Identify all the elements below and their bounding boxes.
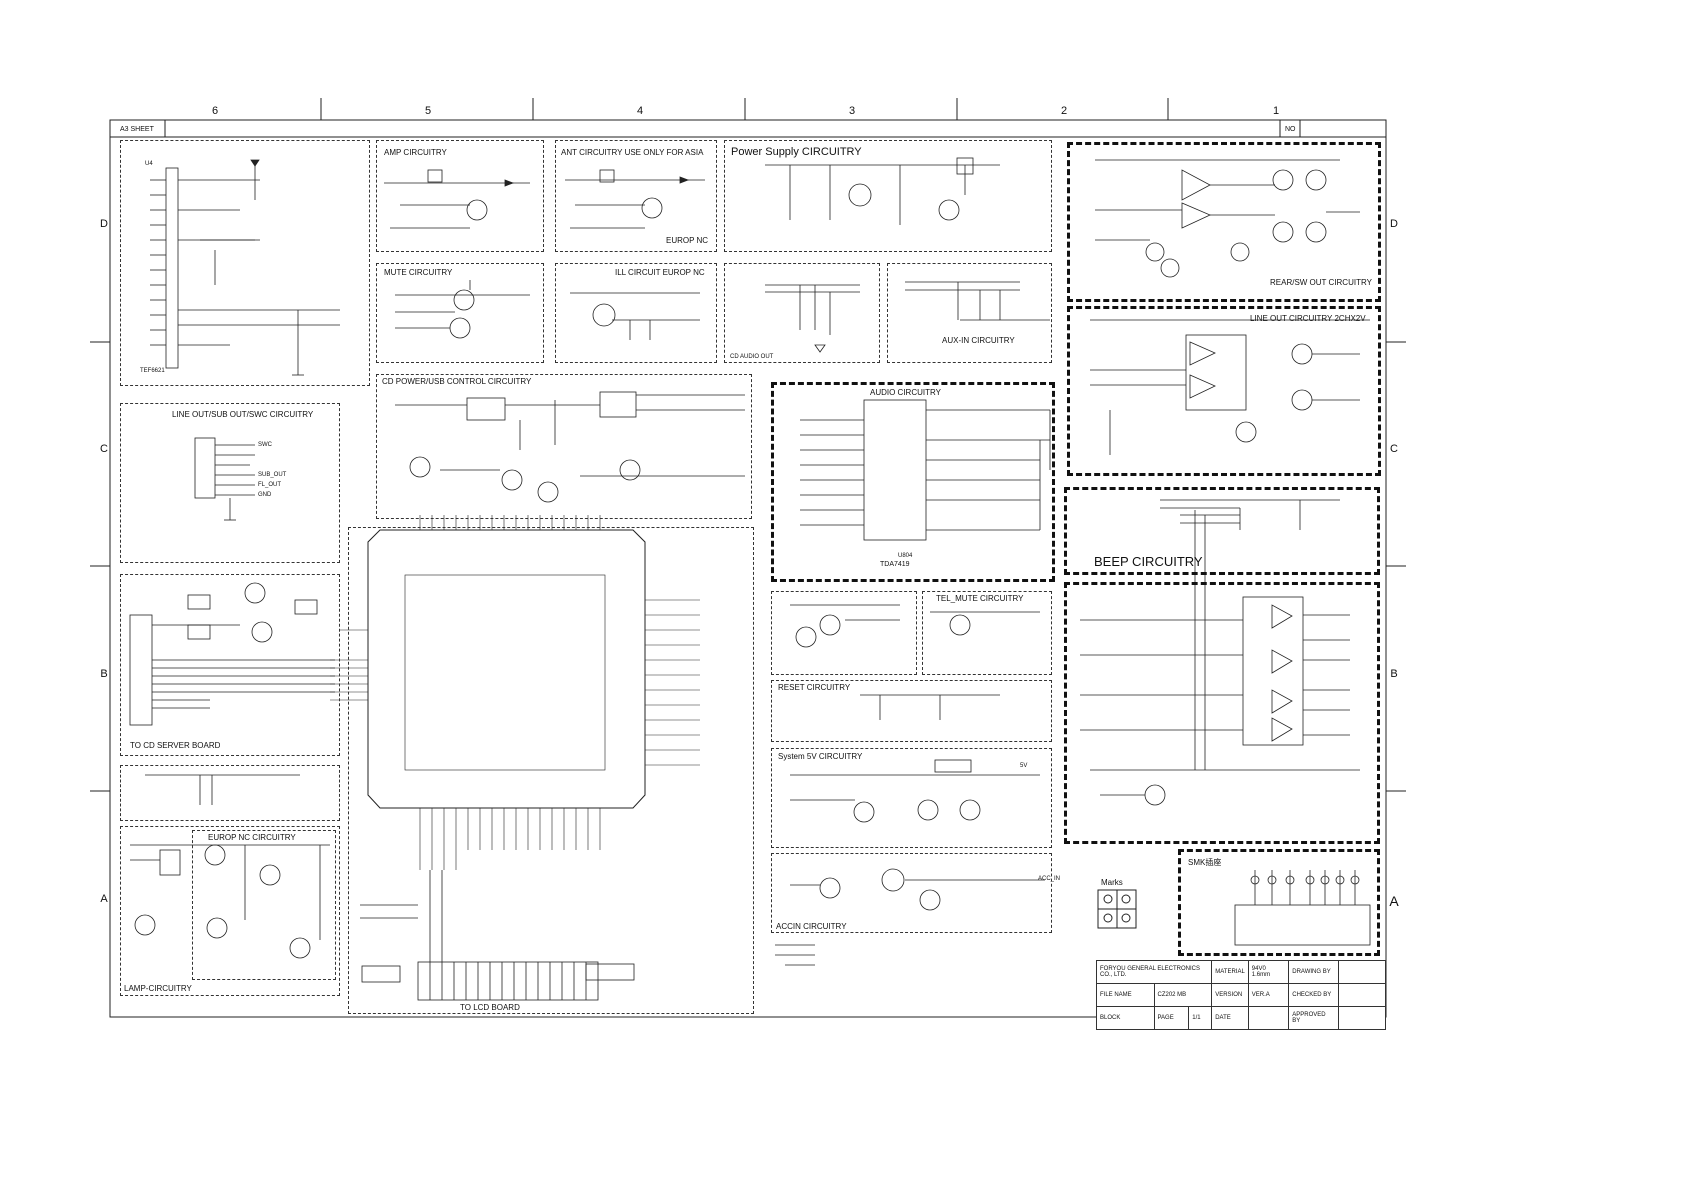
row-label-a-right: A (1389, 893, 1399, 909)
amp-circuitry-block (376, 140, 544, 252)
reset-title: RESET CIRCUITRY (778, 683, 851, 692)
row-label-c-right: C (1390, 443, 1398, 455)
material-label: MATERIAL (1211, 960, 1249, 984)
swc-net-label: SWC (258, 442, 272, 448)
row-label-c-left: C (100, 443, 108, 455)
aux-in-block (887, 263, 1052, 363)
row-label-b-right: B (1390, 668, 1398, 680)
acc-in-net-label: ACC_IN (1038, 876, 1061, 882)
lamp-circuitry-title: LAMP-CIRCUITRY (124, 984, 192, 993)
rear-sw-out-block (1067, 142, 1381, 302)
marks-title: Marks (1101, 878, 1123, 887)
smk-connector-block (1178, 849, 1380, 956)
europ-nc-block (192, 830, 336, 980)
lamp-circuitry-block (120, 826, 340, 996)
lcd-board-label: TO LCD BOARD (460, 1003, 520, 1012)
approved-by-label: APPROVED BY (1288, 1006, 1339, 1030)
mute-circuitry-title: MUTE CIRCUITRY (384, 268, 453, 277)
sub-out-net-label: SUB_OUT (258, 472, 287, 478)
cd-audio-out-title: CD AUDIO OUT (730, 354, 774, 360)
power-supply-block (724, 140, 1052, 252)
beep-circuitry-title: BEEP CIRCUITRY (1094, 554, 1203, 569)
file-name-value: CZ202 MB (1153, 983, 1213, 1007)
ant-circuitry-title: ANT CIRCUITRY USE ONLY FOR ASIA (561, 148, 704, 157)
audio-circuitry-title: AUDIO CIRCUITRY (870, 388, 941, 397)
ill-circuit-block (555, 263, 717, 363)
europ-nc-title: EUROP NC CIRCUITRY (208, 833, 296, 842)
sheet-size-label: A3 SHEET (120, 126, 154, 133)
version-value: VER.A (1247, 983, 1290, 1007)
mute-circuitry-block (376, 263, 544, 363)
drawing-by-label: DRAWING BY (1288, 960, 1339, 984)
accin-block (771, 853, 1052, 933)
row-label-b-left: B (100, 668, 108, 680)
ant-circuitry-block (555, 140, 717, 252)
tuner-ic-ref: U4 (145, 161, 153, 167)
gnd-net-label: GND (258, 492, 272, 498)
row-label-d-right: D (1390, 218, 1398, 230)
page-label: PAGE (1153, 1006, 1190, 1030)
mcu-block (348, 527, 754, 1014)
system5v-title: System 5V CIRCUITRY (778, 752, 863, 761)
file-name-label: FILE NAME (1096, 983, 1155, 1007)
cd-audio-out-block (724, 263, 880, 363)
beep-driver-block (771, 591, 917, 675)
system5v-block (771, 748, 1052, 848)
audio-circuitry-block (771, 382, 1055, 582)
power-supply-title: Power Supply CIRCUITRY (731, 146, 862, 158)
aux-in-title: AUX-IN CIRCUITRY (942, 336, 1015, 345)
v5-net-label: 5V (1020, 763, 1028, 769)
version-label: VERSION (1211, 983, 1249, 1007)
block-label: BLOCK (1096, 1006, 1155, 1030)
tuner-block (120, 140, 370, 386)
line-sub-swc-title: LINE OUT/SUB OUT/SWC CIRCUITRY (172, 410, 314, 419)
cd-power-usb-block (376, 374, 752, 519)
lamp-supply-block (120, 765, 340, 821)
row-label-a-left: A (100, 893, 108, 905)
power-amp-block (1064, 582, 1380, 844)
material-value: 94V0 1.6mm (1247, 960, 1290, 984)
audio-ic-ref: U804 (898, 553, 913, 559)
column-label-1: 1 (1272, 105, 1280, 117)
company-name: FORYOU GENERAL ELECTRONICS CO., LTD. (1095, 960, 1213, 984)
column-label-4: 4 (636, 105, 644, 117)
tuner-ic-part: TEF6621 (140, 368, 165, 374)
cd-server-title: TO CD SERVER BOARD (130, 741, 221, 750)
beep-circuitry-block (1064, 487, 1380, 575)
row-label-d-left: D (100, 218, 108, 230)
reset-block (771, 680, 1052, 742)
audio-ic-part: TDA7419 (880, 561, 910, 568)
line-out-2ch-title: LINE OUT CIRCUITRY 2CHX2V (1250, 314, 1366, 323)
title-block: FORYOU GENERAL ELECTRONICS CO., LTD. MAT… (1095, 960, 1386, 1030)
cd-power-usb-title: CD POWER/USB CONTROL CIRCUITRY (382, 377, 532, 386)
accin-title: ACCIN CIRCUITRY (776, 922, 847, 931)
rear-sw-out-title: REAR/SW OUT CIRCUITRY (1270, 278, 1372, 287)
amp-circuitry-title: AMP CIRCUITRY (384, 148, 447, 157)
line-sub-swc-block (120, 403, 340, 563)
cd-server-block (120, 574, 340, 756)
ant-europ-nc-note: EUROP NC (666, 236, 709, 245)
column-label-2: 2 (1060, 105, 1068, 117)
column-label-3: 3 (848, 105, 856, 117)
tel-mute-title: TEL_MUTE CIRCUITRY (936, 594, 1024, 603)
smk-title: SMK插座 (1188, 858, 1222, 867)
line-out-2ch-block (1067, 306, 1381, 476)
page-value: 1/1 (1188, 1006, 1213, 1030)
tel-mute-block (922, 591, 1052, 675)
ill-circuit-title: ILL CIRCUIT EUROP NC (615, 268, 705, 277)
column-label-5: 5 (424, 105, 432, 117)
drawing-number-label: NO (1285, 126, 1296, 133)
date-label: DATE (1211, 1006, 1249, 1030)
column-label-6: 6 (211, 105, 219, 117)
fl-out-net-label: FL_OUT (258, 482, 282, 488)
checked-by-label: CHECKED BY (1288, 983, 1339, 1007)
